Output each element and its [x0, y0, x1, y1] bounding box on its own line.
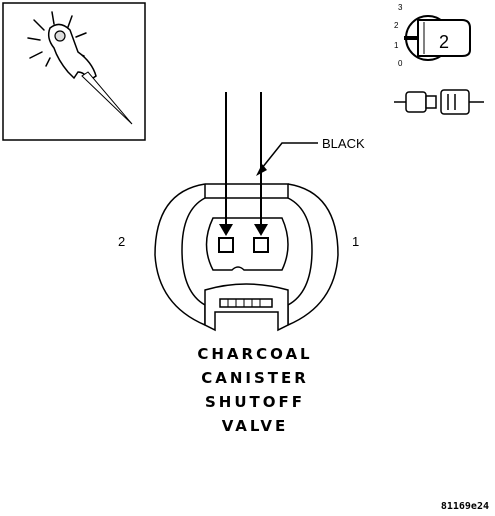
ignition-position-2: 2: [394, 21, 399, 30]
test-light-probe-icon: [2, 2, 146, 141]
pin-number-left: 2: [118, 234, 125, 249]
connector-disconnected-icon: [394, 89, 484, 115]
ignition-key-icon: 3 2 1 0 2: [394, 3, 471, 68]
component-name-line-1: CHARCOAL: [197, 345, 313, 363]
black-wire-leader: [256, 142, 318, 176]
pin-number-right: 1: [352, 234, 359, 249]
key-position-number: 2: [439, 32, 449, 52]
component-name-line-2: CANISTER: [201, 369, 309, 387]
connector-face: [154, 183, 339, 332]
component-name-line-4: VALVE: [221, 417, 289, 435]
ignition-position-0: 0: [398, 59, 403, 68]
wire-probes: [219, 92, 268, 236]
figure-code: 81169e24: [440, 501, 489, 512]
wire-color-label: BLACK: [322, 136, 365, 151]
ignition-position-3: 3: [398, 3, 403, 12]
ignition-position-1: 1: [394, 41, 399, 50]
component-name-line-3: SHUTOFF: [204, 393, 305, 411]
